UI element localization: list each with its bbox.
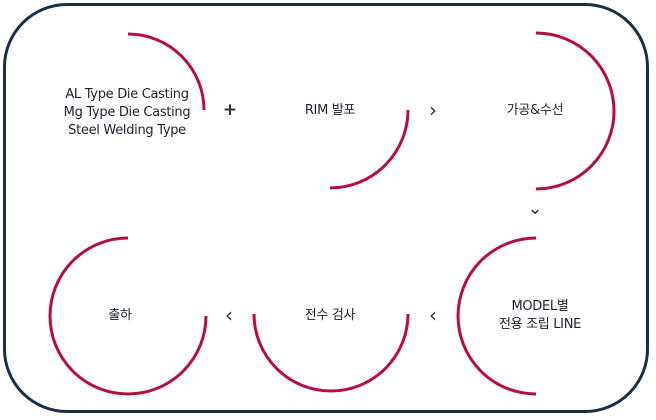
chevron-right-icon: › — [429, 98, 437, 122]
arc-machining — [535, 31, 616, 191]
plus-separator: + — [222, 100, 238, 120]
step-shipping-label: 출하 — [108, 308, 132, 323]
step-inspection-label: 전수 검사 — [304, 308, 356, 323]
arc-shipping — [48, 236, 208, 396]
step-assembly-label: MODEL별 전용 조립 LINE — [470, 298, 610, 334]
arc-assembly — [456, 236, 537, 396]
casting-line-3: Steel Welding Type — [68, 123, 186, 138]
step-rim-label: RIM 발포 — [304, 103, 356, 118]
arc-casting — [127, 32, 206, 111]
assembly-line-1: MODEL별 — [511, 299, 569, 314]
assembly-line-2: 전용 조립 LINE — [498, 317, 582, 332]
arc-rim — [329, 109, 410, 190]
casting-line-2: Mg Type Die Casting — [63, 105, 191, 120]
step-machining-label: 가공&수선 — [506, 103, 564, 118]
diagram-frame — [3, 3, 649, 413]
arc-inspection — [252, 313, 410, 393]
chevron-down-icon: ⌄ — [527, 198, 543, 219]
chevron-left-icon-1: ‹ — [429, 303, 437, 327]
step-casting-label: AL Type Die Casting Mg Type Die Casting … — [52, 86, 202, 140]
chevron-left-icon-2: ‹ — [225, 303, 233, 327]
casting-line-1: AL Type Die Casting — [65, 87, 189, 102]
